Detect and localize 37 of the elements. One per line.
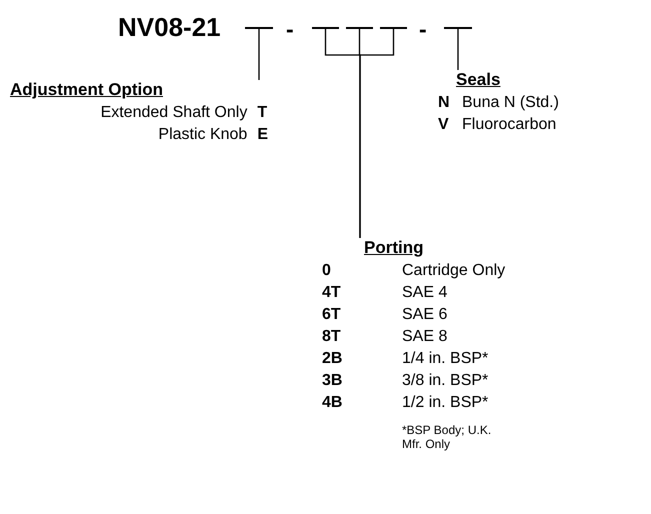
blank-line (312, 24, 339, 29)
leader-line (359, 29, 394, 238)
option-code: 6T (322, 306, 342, 324)
separator-dash: - (419, 16, 427, 43)
option-description: 1/4 in. BSP* (402, 350, 490, 368)
blank-line (380, 24, 407, 29)
option-description: SAE 4 (402, 284, 448, 302)
option-description: Fluorocarbon (462, 116, 558, 134)
option-code: 4B (322, 394, 344, 412)
option-code: 4T (322, 284, 342, 302)
option-code: T (257, 104, 268, 122)
option-code: N (438, 94, 451, 112)
option-description: 3/8 in. BSP* (402, 372, 490, 390)
footnote: *BSP Body; U.K. Mfr. Only (402, 424, 492, 452)
separator-dash: - (286, 16, 294, 43)
section-heading: Adjustment Option (10, 80, 163, 100)
blank-line (346, 24, 373, 29)
option-description: 1/2 in. BSP* (402, 394, 490, 412)
option-description: Cartridge Only (402, 262, 506, 280)
blank-line (245, 24, 273, 29)
section-heading: Porting (364, 238, 424, 258)
option-description: SAE 8 (402, 328, 448, 346)
option-code: 3B (322, 372, 344, 390)
blank-line (444, 24, 472, 29)
leader-line (258, 29, 260, 80)
model-code-title: NV08-21 (118, 12, 221, 43)
option-code: 2B (322, 350, 344, 368)
option-code: E (257, 126, 268, 144)
section-heading: Seals (456, 70, 502, 90)
option-description: Plastic Knob (158, 126, 248, 144)
option-description: Extended Shaft Only (100, 104, 248, 122)
leader-line (457, 29, 459, 70)
option-code: 0 (322, 262, 332, 280)
option-description: Buna N (Std.) (462, 94, 560, 112)
option-code: 8T (322, 328, 342, 346)
option-description: SAE 6 (402, 306, 448, 324)
option-code: V (438, 116, 450, 134)
